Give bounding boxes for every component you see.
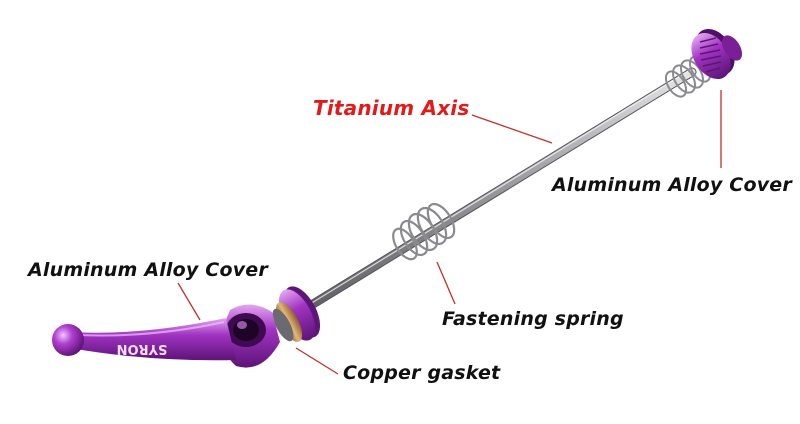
leader-lines xyxy=(177,90,722,375)
quick-release-lever: SYRON xyxy=(52,318,236,361)
lever-ball-end xyxy=(52,324,84,356)
lever-brand-text: SYRON xyxy=(117,341,168,356)
label-fastening-spring: Fastening spring xyxy=(442,308,624,330)
aluminum-alloy-cover-nut xyxy=(691,28,743,80)
label-aluminum-alloy-cover-right: Aluminum Alloy Cover xyxy=(552,174,792,196)
end-spring xyxy=(664,55,712,98)
fastening-spring xyxy=(392,202,456,261)
label-titanium-axis: Titanium Axis xyxy=(313,96,470,120)
leader-gasket xyxy=(295,347,339,375)
leader-spring xyxy=(436,261,456,305)
leader-titanium-axis xyxy=(471,114,553,144)
label-copper-gasket: Copper gasket xyxy=(343,362,501,384)
cam-lever-housing xyxy=(221,286,321,368)
leader-cover-left xyxy=(177,282,201,321)
label-aluminum-alloy-cover-left: Aluminum Alloy Cover xyxy=(28,259,268,281)
titanium-axis-rod xyxy=(295,67,697,317)
